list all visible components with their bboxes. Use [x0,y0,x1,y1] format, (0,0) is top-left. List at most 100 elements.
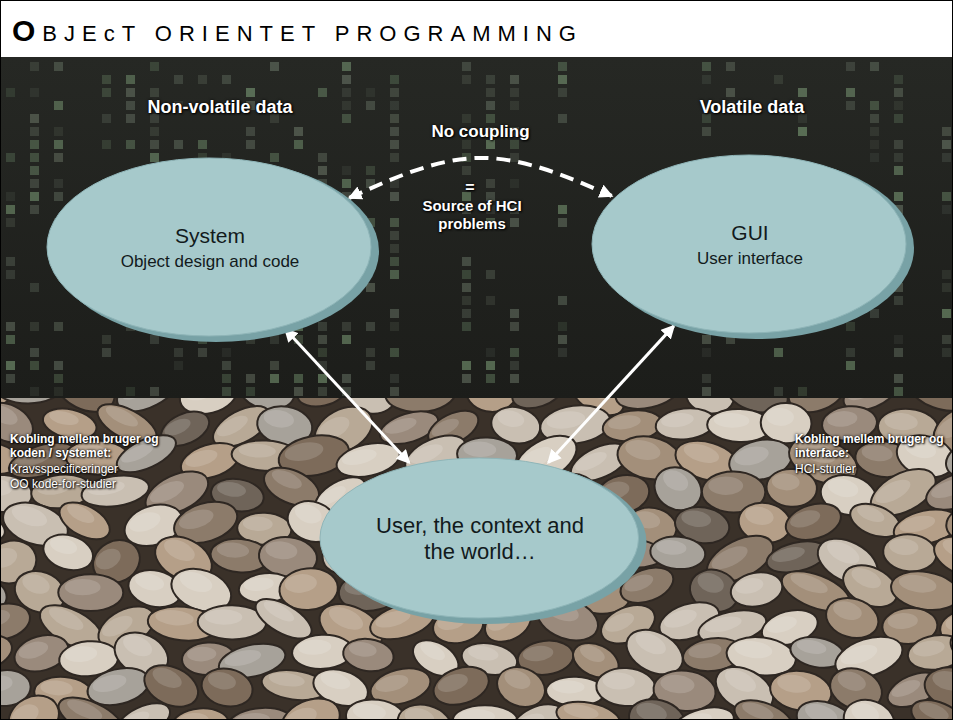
pebble-highlight [861,443,894,463]
matrix-glyph [486,75,495,84]
section-heading: Volatile data [700,97,805,119]
matrix-glyph [486,374,495,383]
matrix-glyph [198,140,207,149]
pebble [53,689,128,720]
matrix-glyph [318,374,327,383]
matrix-glyph [390,140,399,149]
matrix-glyph [174,361,183,370]
side-note: Kobling mellem bruger og koden / systeme… [10,432,160,461]
pebble-highlight [459,709,495,720]
pebble-highlight [232,711,270,720]
matrix-glyph [390,75,399,84]
pebble-highlight [20,571,53,598]
pebble-highlight [262,408,295,430]
matrix-glyph [6,270,15,279]
matrix-glyph [462,75,471,84]
pebble-highlight [831,598,864,623]
title-bar [0,0,953,57]
pebble-highlight [292,501,324,527]
pebble-highlight [849,699,882,720]
pebble-body [58,574,123,611]
pebble-highlight [687,641,722,660]
pebble-highlight [223,647,262,669]
matrix-glyph [126,387,135,396]
matrix-glyph [222,361,231,370]
matrix-glyph [246,127,255,136]
pebble [649,534,706,571]
pebble-body [341,636,396,675]
matrix-glyph [558,88,567,97]
matrix-ground [0,57,953,400]
matrix-glyph [366,88,375,97]
pebble-highlight [284,573,318,594]
pebble-highlight [765,613,799,636]
matrix-glyph [390,218,399,227]
matrix-glyph [222,374,231,383]
pebble-body [0,700,5,720]
pebble-highlight [496,408,526,429]
matrix-glyph [318,387,327,396]
matrix-glyph [54,153,63,162]
pebble-highlight [695,569,727,596]
pebble [341,636,396,675]
matrix-glyph [462,257,471,266]
pebble-highlight [848,564,884,593]
matrix-glyph [294,140,303,149]
pebble [452,705,518,720]
pebble-highlight [126,509,163,536]
matrix-glyph [30,62,39,71]
matrix-glyph [54,387,63,396]
pebble-body [274,690,347,720]
pebble-highlight [300,398,329,399]
matrix-glyph [846,101,855,110]
matrix-glyph [150,387,159,396]
coupling-note: = [465,178,474,197]
matrix-glyph [894,140,903,149]
matrix-glyph [246,88,255,97]
matrix-glyph [558,322,567,331]
pebble [0,700,5,720]
pebble-body [730,693,797,720]
pebble-highlight [238,443,276,458]
pebble-highlight [888,537,919,556]
pebble-highlight [283,439,325,464]
matrix-glyph [846,62,855,71]
matrix-glyph [6,192,15,201]
pebble [58,574,123,611]
pebble-highlight [17,639,50,662]
matrix-glyph [6,88,15,97]
matrix-glyph [318,153,327,162]
pebble [906,693,953,720]
pebble-highlight [417,639,447,664]
matrix-glyph [846,348,855,357]
pebble-highlight [916,698,951,720]
matrix-glyph [510,179,519,188]
matrix-glyph [390,231,399,240]
pebble-highlight [912,638,946,658]
matrix-glyph [150,62,159,71]
matrix-glyph [30,192,39,201]
ellipse-shape [40,153,380,343]
pebble [730,693,797,720]
matrix-glyph [126,101,135,110]
matrix-glyph [30,114,39,123]
matrix-glyph [798,88,807,97]
matrix-glyph [942,205,951,214]
matrix-glyph [486,348,495,357]
pebble-body [625,694,690,720]
pebble-highlight [714,412,750,428]
matrix-glyph [174,348,183,357]
matrix-glyph [894,88,903,97]
matrix-glyph [222,387,231,396]
coupling-note: Source of HCI problems [402,197,542,233]
matrix-glyph [486,179,495,188]
matrix-glyph [390,322,399,331]
matrix-glyph [894,75,903,84]
pebble-highlight [632,628,669,659]
pebble-highlight [743,504,775,527]
matrix-glyph [870,101,879,110]
matrix-glyph [390,257,399,266]
section-heading: Non-volatile data [147,97,292,119]
pebble-highlight [268,671,306,689]
